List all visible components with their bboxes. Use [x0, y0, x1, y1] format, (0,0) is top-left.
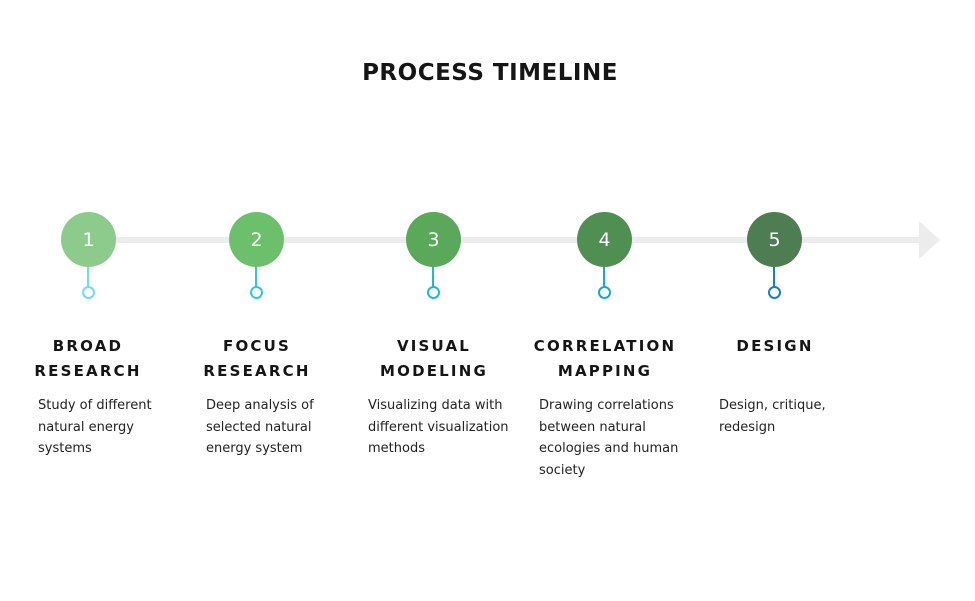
step-4-node — [598, 286, 611, 299]
step-4-stem — [603, 267, 605, 287]
step-1-description: Study of different natural energy system… — [38, 398, 152, 456]
step-3-title: VISUAL MODELING — [380, 337, 488, 380]
step-3-stem — [432, 267, 434, 287]
step-3-node — [427, 286, 440, 299]
step-2-description: Deep analysis of selected natural energy… — [206, 398, 314, 456]
step-1-circle: 1 — [61, 212, 116, 267]
step-1-number: 1 — [82, 228, 95, 251]
page-title: PROCESS TIMELINE — [362, 60, 618, 86]
timeline-track — [88, 237, 922, 243]
step-2-stem — [255, 267, 257, 287]
step-2-number: 2 — [250, 228, 263, 251]
step-1-title: BROAD RESEARCH — [34, 337, 142, 380]
step-4-number: 4 — [598, 228, 611, 251]
timeline-arrow-icon — [919, 221, 940, 259]
step-1-stem — [87, 267, 89, 287]
step-4-title: CORRELATION MAPPING — [533, 337, 677, 380]
step-5-circle: 5 — [747, 212, 802, 267]
step-5-node — [768, 286, 781, 299]
step-3-description: Visualizing data with different visualiz… — [368, 398, 509, 456]
step-4-circle: 4 — [577, 212, 632, 267]
step-3-circle: 3 — [406, 212, 461, 267]
step-3-number: 3 — [427, 228, 440, 251]
step-1-node — [82, 286, 95, 299]
step-5-number: 5 — [768, 228, 781, 251]
step-5-stem — [773, 267, 775, 287]
step-2-node — [250, 286, 263, 299]
step-2-title: FOCUS RESEARCH — [203, 337, 311, 380]
step-5-description: Design, critique, redesign — [719, 398, 826, 435]
step-5-title: DESIGN — [736, 337, 814, 355]
step-2-circle: 2 — [229, 212, 284, 267]
step-4-description: Drawing correlations between natural eco… — [539, 398, 679, 478]
